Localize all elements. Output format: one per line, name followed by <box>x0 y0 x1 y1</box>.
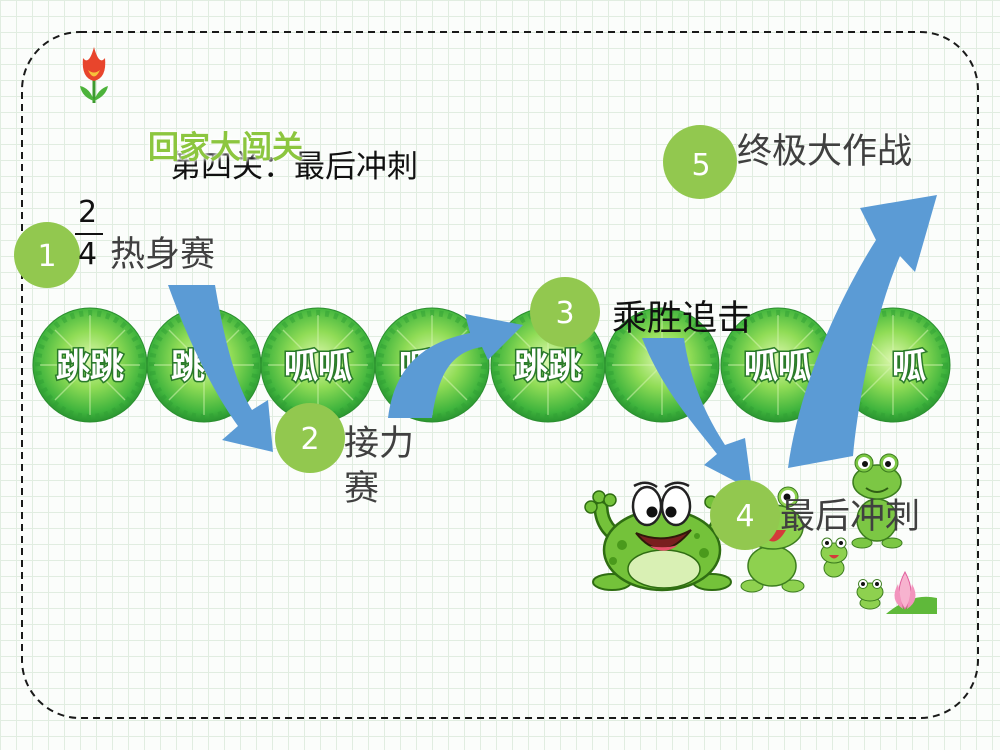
lily-pad: 呱 <box>836 308 950 422</box>
stage-2-button[interactable]: 2 <box>275 403 345 473</box>
page-title: 回家大闯关 <box>148 130 303 166</box>
arrow-2-to-3 <box>388 314 523 418</box>
stage-5-button[interactable]: 5 <box>663 125 737 199</box>
stage-3-button[interactable]: 3 <box>530 277 600 347</box>
stage-2-number: 2 <box>300 422 319 457</box>
lily-pad-text: 跳跳 <box>514 347 582 387</box>
frog-icon <box>856 579 884 610</box>
lily-pad-text: 呱 <box>892 347 926 387</box>
stage-2-label-line-1[interactable]: 接力 <box>344 424 415 464</box>
lily-pad-text: 呱呱 <box>744 347 812 387</box>
stage-5-number: 5 <box>691 148 710 183</box>
fraction-bar <box>75 233 103 235</box>
frog-icon <box>851 453 903 549</box>
lily-pad: 呱呱 <box>261 308 375 422</box>
lily-pad: 呱呱 <box>721 308 835 422</box>
big-frog-icon <box>584 481 737 592</box>
stage-4-number: 4 <box>735 499 754 534</box>
arrow-4-to-5 <box>788 195 937 468</box>
arrow-3-to-4 <box>642 338 752 490</box>
frog-icon <box>820 537 848 578</box>
stage-5-label[interactable]: 终极大作战 <box>737 132 913 172</box>
level-subtitle: 第四关：最后冲刺 <box>170 149 418 185</box>
stage-2-label-line-2[interactable]: 赛 <box>344 469 380 509</box>
lily-pad: 跳跳 <box>33 308 147 422</box>
fraction-denominator: 4 <box>78 237 98 272</box>
stage-1-number: 1 <box>37 239 56 274</box>
stage-1-button[interactable]: 1 <box>14 222 80 288</box>
lily-pad: 跳跳 <box>491 308 605 422</box>
arrow-group <box>168 195 937 490</box>
lily-pad-row: 跳跳 跳 呱呱 呱 跳跳 <box>33 308 950 422</box>
arrow-1-to-2 <box>168 285 273 452</box>
stage-3-label[interactable]: 乘胜追击 <box>612 299 753 339</box>
dashed-frame <box>21 31 979 719</box>
stage-3-number: 3 <box>555 296 574 331</box>
stage-4-button[interactable]: 4 <box>710 480 780 550</box>
lily-pad-text: 跳跳 <box>56 347 124 387</box>
tulip-icon <box>80 47 108 103</box>
stage-4-label[interactable]: 最后冲刺 <box>780 497 921 537</box>
fraction-numerator: 2 <box>78 195 98 230</box>
stage-1-label[interactable]: 热身赛 <box>110 235 216 275</box>
lily-pad-text: 呱呱 <box>284 347 352 387</box>
lotus-bud-icon <box>886 570 937 614</box>
